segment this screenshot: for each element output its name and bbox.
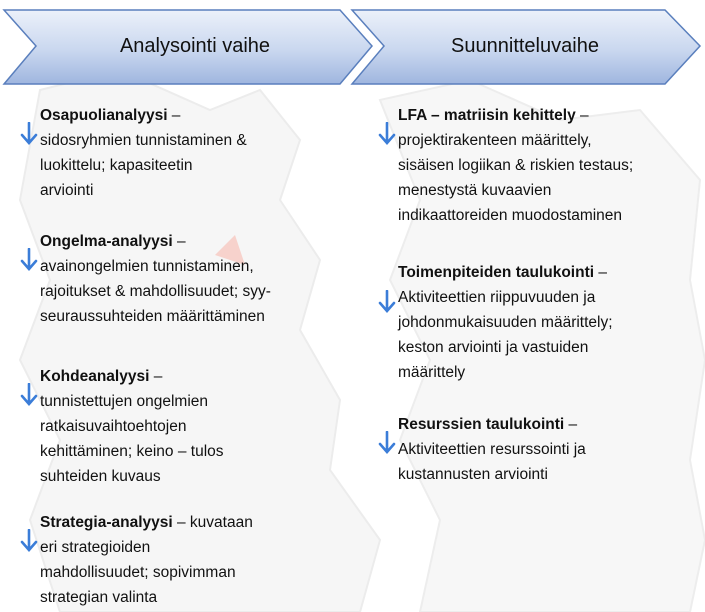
item-line: rajoitukset & mahdollisuudet; syy-	[40, 283, 271, 300]
item-line: suhteiden kuvaus	[40, 468, 161, 485]
item-title: Strategia-analyysi	[40, 514, 173, 531]
phase-label-analysis: Analysointi vaihe	[119, 35, 271, 57]
item-line: kustannusten arviointi	[398, 466, 548, 483]
down-arrow-icon	[20, 529, 38, 552]
item-title: Resurssien taulukointi	[398, 416, 565, 433]
down-arrow-icon	[378, 431, 396, 454]
item-line: seuraussuhteiden määrittäminen	[40, 308, 265, 325]
item-line: määrittely	[398, 364, 466, 381]
item-line: strategian valinta	[40, 589, 158, 606]
down-arrow-icon	[378, 122, 396, 145]
item-line: ratkaisuvaihtoehtojen	[40, 418, 187, 435]
item-title: Osapuolianalyysi	[40, 107, 168, 124]
item-line: kehittäminen; keino – tulos	[40, 443, 224, 460]
item-line: eri strategioiden	[40, 539, 151, 556]
item-line: johdonmukaisuuden määrittely;	[398, 314, 613, 331]
item-line: Aktiviteettien resurssointi ja	[398, 441, 586, 458]
down-arrow-icon	[20, 383, 38, 406]
down-arrow-icon	[20, 122, 38, 145]
item-line: mahdollisuudet; sopivimman	[40, 564, 236, 581]
item-line: menestystä kuvaavien	[398, 182, 552, 199]
item-line: sidosryhmien tunnistaminen &	[40, 132, 247, 149]
chevron-analysis	[2, 9, 373, 85]
item-line: Aktiviteettien riippuvuuden ja	[398, 289, 596, 306]
item-line: avainongelmien tunnistaminen,	[40, 258, 254, 275]
item-line: keston arviointi ja vastuiden	[398, 339, 589, 356]
phase-chevrons	[2, 9, 702, 85]
item-title: Kohdeanalyysi	[40, 368, 150, 385]
phase-label-planning: Suunnitteluvaihe	[451, 35, 599, 57]
item-dash: –	[575, 107, 589, 124]
item-dash: –	[564, 416, 578, 433]
item-dash: –	[149, 368, 163, 385]
item-line: indikaattoreiden muodostaminen	[398, 207, 623, 224]
item-dash: –	[167, 107, 181, 124]
item-title: LFA – matriisin kehittely	[398, 107, 576, 124]
item-title: Ongelma-analyysi	[40, 233, 173, 250]
item-line: projektirakenteen määrittely,	[398, 132, 592, 149]
down-arrow-icon	[378, 290, 396, 313]
item-dash: –	[594, 264, 607, 281]
item-line: arviointi	[40, 182, 94, 199]
chevron-planning	[350, 9, 702, 85]
item-title: Toimenpiteiden taulukointi	[398, 264, 595, 281]
item-dash: – kuvataan	[172, 514, 253, 531]
item-line: tunnistettujen ongelmien	[40, 393, 209, 410]
item-line: sisäisen logiikan & riskien testaus;	[398, 157, 634, 174]
item-dash: –	[172, 233, 186, 250]
item-line: luokittelu; kapasiteetin	[40, 157, 193, 174]
down-arrow-icon	[20, 248, 38, 271]
